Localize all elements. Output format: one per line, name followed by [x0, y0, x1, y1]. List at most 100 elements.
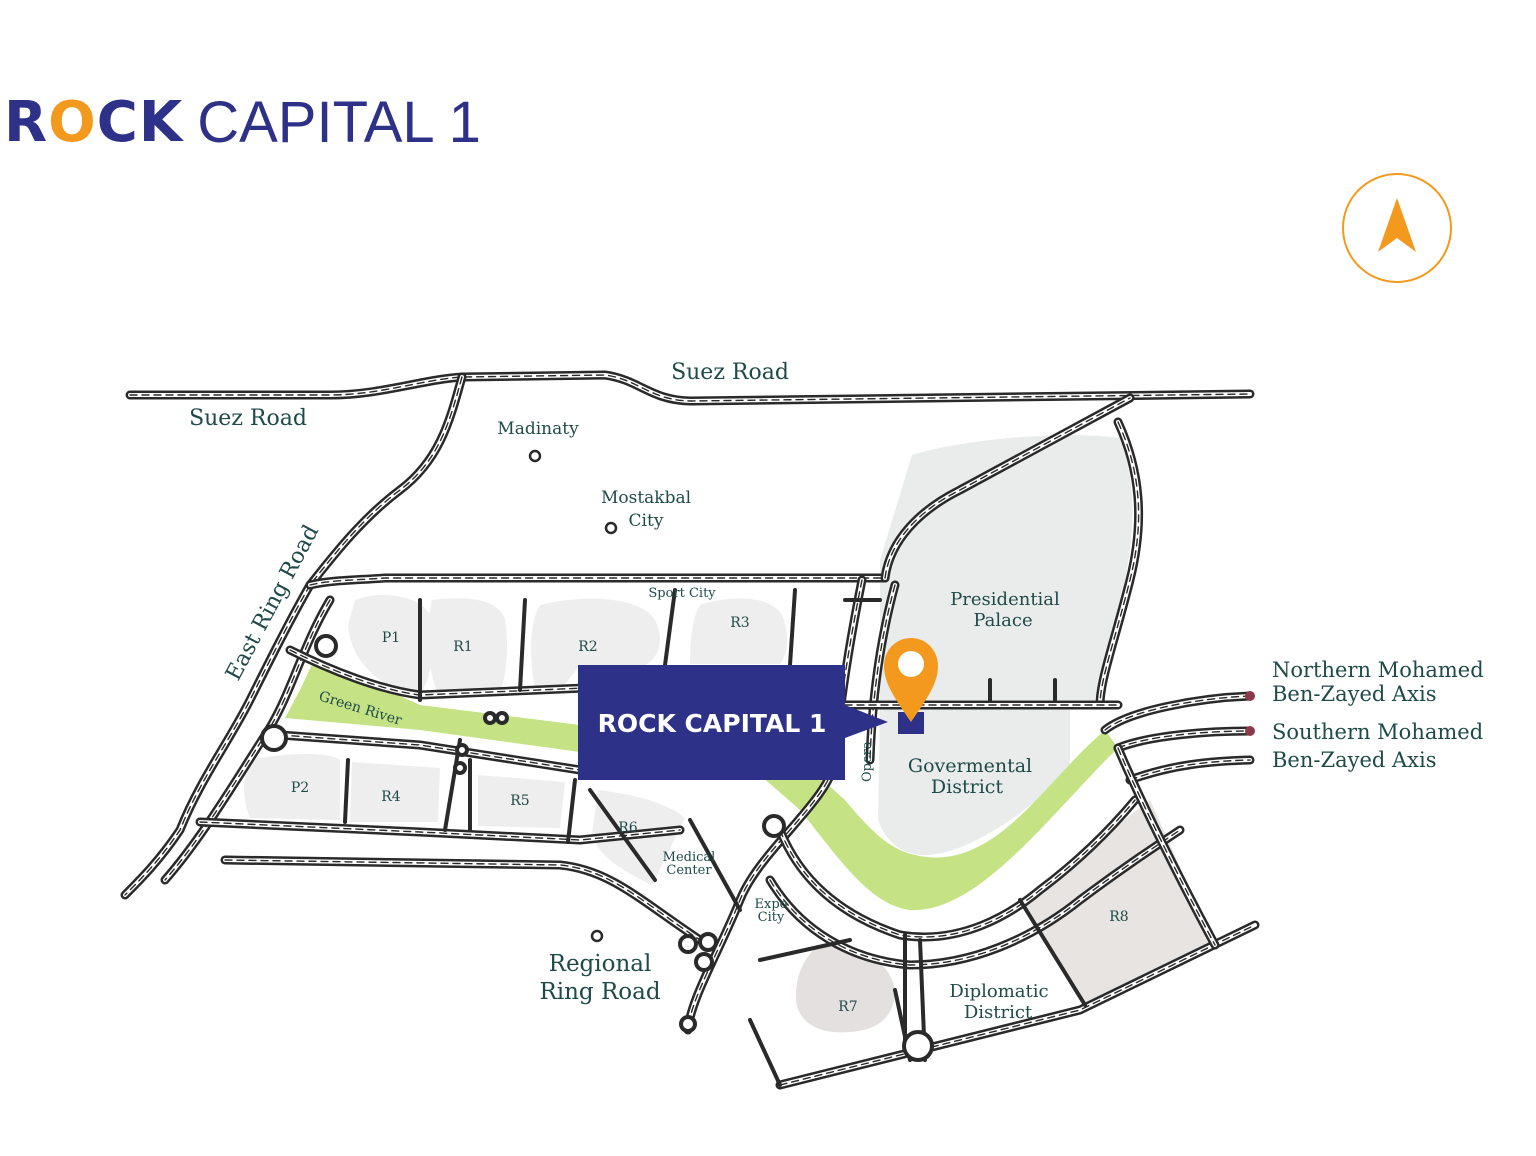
district-r8: R8 — [1109, 909, 1128, 925]
local-street — [748, 1018, 782, 1087]
roundabout — [314, 634, 338, 658]
r1-plot — [428, 598, 508, 695]
southern-axis-label-line1: Southern Mohamed — [1272, 720, 1483, 744]
opera-label: Opera — [860, 741, 875, 782]
madinaty-marker — [528, 449, 542, 463]
presidential-ring — [880, 393, 1135, 583]
northern-loop — [305, 573, 890, 590]
p2-plot — [244, 754, 340, 820]
expo-label-line1: Expo — [755, 897, 788, 912]
callout-box — [578, 665, 888, 780]
district-p1: P1 — [382, 630, 400, 646]
presidential-label-line1: Presidential — [950, 589, 1060, 610]
southern-axis-n — [1100, 691, 1255, 735]
governmental-label-line2: District — [931, 776, 1003, 798]
green-river-north — [285, 645, 590, 700]
project-callout[interactable]: ROCK CAPITAL 1 — [578, 665, 888, 780]
mostakbal-label-line1: Mostakbal — [601, 488, 691, 508]
pin-hole — [898, 651, 924, 677]
roundabout — [453, 761, 467, 775]
roundabout — [679, 1015, 697, 1033]
r3-plot — [690, 598, 788, 664]
regional-label-line1: Regional — [549, 951, 652, 977]
roundabout — [495, 711, 509, 725]
east-ring-road — [120, 580, 315, 900]
roundabout — [698, 932, 718, 952]
roundabout — [678, 934, 698, 954]
brand-logo: ROCK CAPITAL 1 — [4, 92, 481, 154]
local-street — [1018, 898, 1087, 1007]
r5-plot — [478, 775, 565, 828]
green-river-south — [275, 730, 585, 775]
central-avenue-2 — [865, 580, 900, 765]
district-r7: R7 — [838, 999, 857, 1015]
roundabout — [260, 724, 288, 752]
district-r3: R3 — [730, 615, 749, 631]
local-street — [758, 938, 852, 962]
diplomatic-label-line1: Diplomatic — [949, 981, 1048, 1002]
roundabout — [483, 711, 497, 725]
medical-label-line2: Center — [666, 863, 712, 878]
roundabout — [762, 814, 786, 838]
expo-label-line2: City — [758, 910, 785, 925]
suez-road-top-label: Suez Road — [671, 360, 789, 385]
poi-markers — [528, 449, 618, 943]
district-codes: P1 R1 R2 R3 P2 R4 R5 R6 R7 R8 — [291, 615, 1129, 1015]
site-square — [898, 712, 924, 734]
mostakbal-marker — [604, 521, 618, 535]
local-street — [588, 788, 657, 882]
medical-label-line1: Medical — [663, 850, 716, 865]
sport-city-label: Sport City — [648, 586, 716, 601]
compass[interactable] — [1342, 173, 1452, 283]
madinaty-link — [305, 372, 467, 590]
district-r5: R5 — [510, 793, 529, 809]
local-street — [518, 598, 527, 692]
north-arrow-icon — [1378, 198, 1416, 252]
logo-word: ROCK — [4, 90, 184, 155]
presidential-label-line2: Palace — [973, 610, 1032, 631]
r8-area — [1020, 800, 1215, 1005]
district-r2: R2 — [578, 639, 597, 655]
opera-ring-2 — [765, 825, 1185, 970]
r4-plot — [350, 762, 440, 822]
regional-marker — [590, 929, 604, 943]
suez-road-left-label: Suez Road — [189, 406, 307, 431]
compass-ring — [1342, 173, 1452, 283]
roundabout — [902, 1030, 934, 1062]
mostakbal-label-line2: City — [629, 511, 664, 531]
governmental-area — [878, 705, 1070, 856]
local-street — [688, 818, 742, 912]
local-street — [566, 778, 577, 844]
southern-axis-label-line2: Ben-Zayed Axis — [1272, 748, 1437, 772]
district-p2: P2 — [291, 780, 309, 796]
roundabout — [694, 952, 714, 972]
southern-axis-s — [1113, 726, 1255, 753]
road-network — [120, 370, 1260, 1090]
inner-south — [195, 817, 685, 845]
p1-plot — [348, 595, 435, 695]
callout-label: ROCK CAPITAL 1 — [598, 709, 827, 738]
east-boundary — [1113, 743, 1220, 950]
northern-axis-label-line2: Ben-Zayed Axis — [1272, 682, 1437, 706]
r7-plot — [795, 945, 895, 1033]
governmental-label-line1: Govermental — [908, 755, 1032, 777]
local-street — [343, 758, 350, 824]
district-r6: R6 — [618, 820, 638, 836]
southern-axis-s2 — [1125, 755, 1255, 785]
roundabout — [455, 743, 469, 757]
pin-body — [884, 638, 938, 722]
local-street — [788, 588, 797, 667]
local-street — [663, 588, 677, 667]
south-boundary — [775, 920, 1260, 1090]
northern-axis-dot — [1245, 691, 1255, 701]
regional-ring — [220, 855, 705, 945]
madinaty-label: Madinaty — [497, 419, 579, 439]
location-pin-icon[interactable] — [884, 638, 938, 734]
logo-suffix: CAPITAL 1 — [197, 90, 481, 155]
diplomatic-label-line2: District — [964, 1002, 1033, 1023]
district-r1: R1 — [453, 639, 472, 655]
district-r4: R4 — [381, 789, 401, 805]
opera-ring — [775, 795, 1140, 942]
regional-label-line2: Ring Road — [539, 979, 660, 1005]
